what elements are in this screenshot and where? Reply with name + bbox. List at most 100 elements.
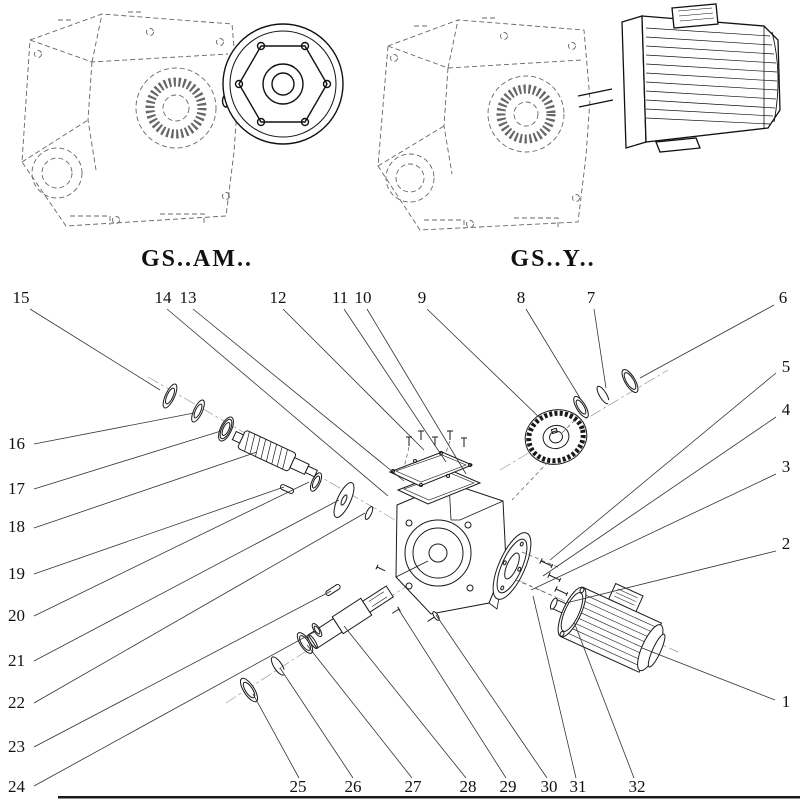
model-label-left: GS..AM.. <box>141 246 253 272</box>
callout-number-13: 13 <box>180 288 197 307</box>
gear-housing <box>395 482 507 615</box>
gear-bearing <box>573 395 589 419</box>
callout-number-27: 27 <box>405 777 423 796</box>
leader-line-17 <box>33 430 222 490</box>
leader-line-28 <box>343 625 467 779</box>
leader-line-25 <box>252 693 300 779</box>
leader-line-3 <box>530 473 777 591</box>
circlip <box>596 385 610 405</box>
leader-line-30 <box>435 614 548 779</box>
shaft-bore-hatch <box>145 77 207 139</box>
callout-number-28: 28 <box>460 777 477 796</box>
gearbox-y-drawing <box>377 17 591 231</box>
callout-number-9: 9 <box>418 288 427 307</box>
motor-feet <box>655 137 701 153</box>
ball-bearing <box>218 416 234 442</box>
callout-number-3: 3 <box>782 457 791 476</box>
leader-line-24 <box>33 630 317 787</box>
callout-number-29: 29 <box>500 777 517 796</box>
terminal-box <box>671 3 719 29</box>
callout-number-22: 22 <box>8 693 25 712</box>
callout-number-26: 26 <box>345 777 362 796</box>
motor-input-shaft <box>577 88 614 108</box>
flange-am <box>221 23 344 145</box>
retaining-ring <box>191 399 205 423</box>
callout-number-4: 4 <box>782 400 791 419</box>
model-label-right: GS..Y.. <box>510 246 595 272</box>
callout-number-19: 19 <box>8 564 25 583</box>
leader-line-1 <box>641 647 776 701</box>
leader-line-8 <box>525 308 581 399</box>
output-circlip <box>270 656 286 676</box>
leader-line-14 <box>166 308 389 497</box>
leader-line-16 <box>33 412 195 445</box>
motor-y-drawing <box>621 3 781 153</box>
callout-number-20: 20 <box>8 606 25 625</box>
motor-body <box>641 15 781 143</box>
leader-line-26 <box>279 667 354 779</box>
exploded-view <box>147 369 679 704</box>
shaft-bore-hatch <box>496 84 556 144</box>
bearing-small <box>309 472 323 492</box>
callout-number-23: 23 <box>8 737 25 756</box>
bottom-rule <box>58 796 800 799</box>
leader-line-19 <box>33 486 285 575</box>
leader-line-32 <box>573 621 635 779</box>
exploded-motor <box>549 582 666 673</box>
callout-number-17: 17 <box>8 479 26 498</box>
leader-line-11 <box>343 308 447 463</box>
gear-teeth <box>526 410 586 464</box>
callout-number-18: 18 <box>8 517 25 536</box>
end-ring <box>621 369 639 393</box>
leader-line-9 <box>426 308 543 421</box>
callout-number-25: 25 <box>290 777 307 796</box>
callout-number-15: 15 <box>13 288 30 307</box>
parallel-pin <box>325 584 341 596</box>
gearbox-am-drawing <box>21 11 239 227</box>
output-bearing <box>296 632 314 654</box>
callout-number-8: 8 <box>517 288 526 307</box>
callout-number-10: 10 <box>355 288 372 307</box>
callout-number-11: 11 <box>332 288 348 307</box>
callout-number-16: 16 <box>8 434 25 453</box>
vent-screw <box>375 564 386 572</box>
callout-number-6: 6 <box>779 288 788 307</box>
leader-line-4 <box>542 416 777 577</box>
motor-fins <box>645 27 778 125</box>
leader-line-13 <box>192 308 405 482</box>
callout-number-1: 1 <box>782 692 791 711</box>
callout-number-24: 24 <box>8 777 26 796</box>
leader-line-23 <box>33 590 332 748</box>
worm-shaft <box>231 430 319 478</box>
leader-line-12 <box>282 308 425 451</box>
callout-number-32: 32 <box>629 777 646 796</box>
washer-bolt <box>427 611 440 622</box>
slinger-disc <box>333 482 355 518</box>
output-shaft <box>307 585 394 649</box>
leader-line-21 <box>33 499 340 662</box>
leader-line-15 <box>29 308 161 391</box>
motor-fins <box>566 594 656 666</box>
worm-gear <box>524 409 588 465</box>
inspection-cover <box>388 451 474 487</box>
small-screw <box>392 606 401 614</box>
callout-number-2: 2 <box>782 534 791 553</box>
leader-line-31 <box>532 595 577 779</box>
callout-number-7: 7 <box>587 288 596 307</box>
assembly-guide-lines <box>403 419 576 597</box>
callout-number-5: 5 <box>782 357 791 376</box>
leader-line-2 <box>565 550 777 604</box>
motor-shaft <box>549 597 558 610</box>
leader-line-18 <box>33 451 258 529</box>
gearbox-feet <box>70 213 205 225</box>
callout-number-14: 14 <box>155 288 173 307</box>
adapter-flange <box>492 532 532 600</box>
leader-line-22 <box>33 512 366 704</box>
flange-bolts <box>539 558 569 597</box>
gearbox-feet <box>424 217 559 229</box>
leader-line-20 <box>33 481 310 617</box>
output-seal <box>239 677 259 703</box>
cover-screws <box>406 430 467 447</box>
